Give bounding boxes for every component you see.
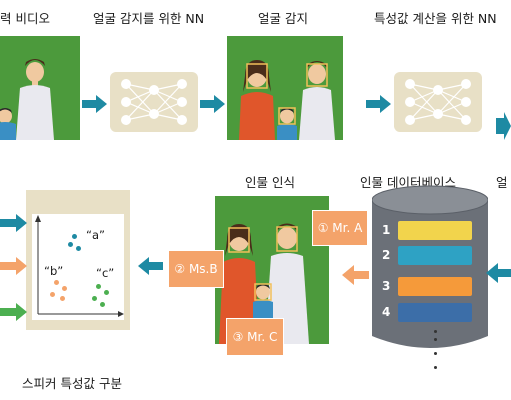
database-row-number: 1 xyxy=(382,223,391,237)
scatter-point xyxy=(76,246,81,251)
arrow-left-icon xyxy=(342,265,369,285)
continuation-dot xyxy=(434,330,437,333)
face-detect-frame xyxy=(227,36,343,140)
arrow-right-icon xyxy=(0,257,27,275)
scatter-point xyxy=(60,296,65,301)
label-speaker-feature: 스피커 특성값 구분 xyxy=(22,376,122,391)
database-row-number: 4 xyxy=(382,305,391,319)
cluster-label-a: “a” xyxy=(86,228,105,242)
scatter-plot-area: “a” “b” “c” xyxy=(32,214,124,320)
feature-nn-box xyxy=(394,72,482,132)
tag-mr-a: ① Mr. A xyxy=(312,210,368,246)
scatter-point xyxy=(96,284,101,289)
tag-ms-b: ② Ms.B xyxy=(168,250,224,288)
arrow-right-icon xyxy=(82,95,107,113)
database-row-number: 2 xyxy=(382,248,391,262)
arrow-right-icon xyxy=(200,95,225,113)
arrow-right-icon xyxy=(0,303,27,321)
scatter-point xyxy=(68,242,73,247)
database-row xyxy=(398,277,472,296)
database-row xyxy=(398,303,472,322)
arrow-right-icon xyxy=(496,112,511,140)
label-right-cut: 얼 xyxy=(496,175,508,190)
database-row-number: 3 xyxy=(382,279,391,293)
cluster-label-b: “b” xyxy=(44,264,64,278)
label-person-recognition: 인물 인식 xyxy=(245,175,295,190)
arrow-right-icon xyxy=(0,214,27,232)
continuation-dot xyxy=(434,338,437,341)
continuation-dot xyxy=(434,366,437,369)
scatter-point xyxy=(100,302,105,307)
cluster-label-c: “c” xyxy=(96,266,115,280)
label-feature-nn: 특성값 계산을 위한 NN xyxy=(374,11,497,26)
arrow-left-icon xyxy=(138,257,163,275)
label-face-detect: 얼굴 감지 xyxy=(258,11,308,26)
video-frame xyxy=(0,36,80,140)
arrow-right-icon xyxy=(366,95,391,113)
scatter-point xyxy=(92,296,97,301)
tag-mr-c: ③ Mr. C xyxy=(226,318,284,356)
database-cylinder xyxy=(372,185,488,348)
video-people-illustration xyxy=(0,59,54,140)
face-detect-illustration xyxy=(239,60,335,140)
scatter-point xyxy=(72,234,77,239)
label-face-nn: 얼굴 감지를 위한 NN xyxy=(93,11,205,26)
continuation-dot xyxy=(434,352,437,355)
label-video: 력 비디오 xyxy=(0,11,50,26)
database-row xyxy=(398,221,472,240)
scatter-axes xyxy=(35,215,124,317)
scatter-point xyxy=(50,292,55,297)
database-row xyxy=(398,246,472,265)
scatter-point xyxy=(54,280,59,285)
scatter-point xyxy=(104,290,109,295)
face-detection-nn-box xyxy=(110,72,198,132)
neural-network-icon xyxy=(405,79,471,125)
arrow-left-icon xyxy=(486,263,511,283)
neural-network-icon xyxy=(121,79,187,125)
scatter-point xyxy=(62,286,67,291)
